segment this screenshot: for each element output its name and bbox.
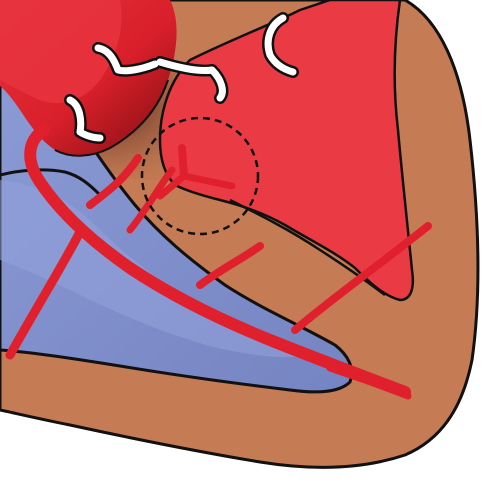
his-bundle-stem (182, 148, 184, 176)
